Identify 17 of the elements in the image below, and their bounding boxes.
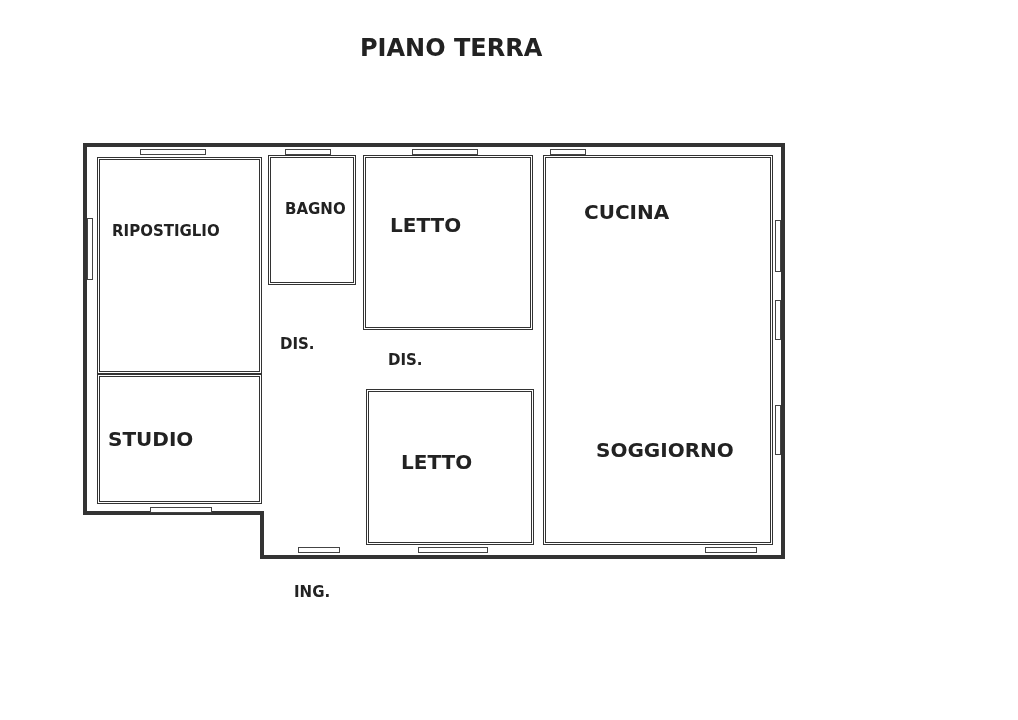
room-outline xyxy=(363,155,533,330)
room-outline xyxy=(543,155,773,545)
room-outline xyxy=(97,374,262,504)
room-label: LETTO xyxy=(401,450,473,474)
room-label: DIS. xyxy=(388,351,423,369)
room-label: STUDIO xyxy=(108,427,194,451)
entrance-label: ING. xyxy=(294,583,331,601)
room-label: SOGGIORNO xyxy=(596,438,734,462)
room-outline xyxy=(97,157,262,374)
room-label: LETTO xyxy=(390,213,462,237)
room-label: BAGNO xyxy=(285,200,346,218)
room-label: RIPOSTIGLIO xyxy=(112,222,220,240)
plan-title: PIANO TERRA xyxy=(360,34,543,62)
room-label: DIS. xyxy=(280,335,315,353)
room-outline xyxy=(366,389,534,545)
room-label: CUCINA xyxy=(584,200,670,224)
room-outline xyxy=(268,155,356,285)
